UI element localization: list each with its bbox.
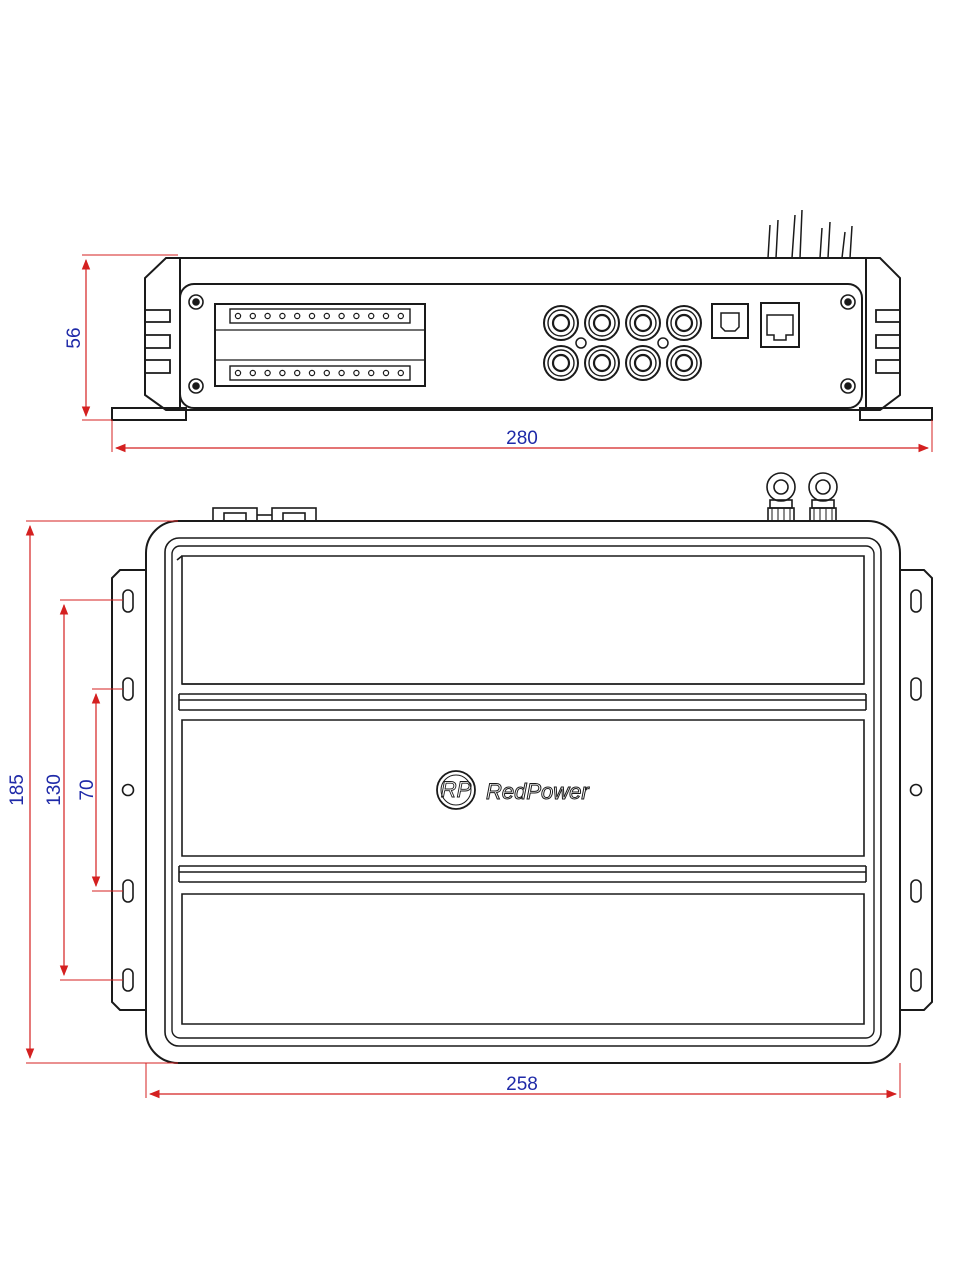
cover-ribs-lower	[178, 865, 867, 883]
terminal-pin	[323, 312, 330, 320]
dimension-top-depth	[25, 520, 178, 1064]
front-mount-flange-right	[859, 407, 933, 421]
terminal-pin	[294, 369, 301, 377]
usb-port	[711, 303, 749, 339]
dim-label-70: 70	[77, 779, 98, 800]
rca-jack-icon	[584, 305, 620, 341]
terminal-pin	[397, 369, 404, 377]
terminal-pin	[234, 312, 242, 320]
terminal-pin	[338, 369, 345, 377]
rca-jack-icon	[543, 345, 579, 381]
terminal-pin	[382, 312, 390, 320]
top-housing-inner	[164, 537, 882, 1047]
power-cables	[767, 209, 853, 259]
terminal-pin	[397, 312, 404, 320]
terminal-pin	[338, 312, 345, 320]
cover-panel-middle	[181, 719, 865, 857]
heatsink-fins-left	[145, 309, 171, 374]
dimension-top-width	[145, 1063, 901, 1099]
top-housing-outer	[145, 520, 901, 1064]
dim-label-280: 280	[506, 428, 538, 449]
terminal-pin	[234, 369, 242, 377]
cover-panel-bottom	[181, 893, 865, 1025]
rca-jack-icon	[625, 345, 661, 381]
terminal-pin	[264, 312, 271, 320]
terminal-pin	[353, 312, 360, 320]
front-panel	[179, 283, 863, 409]
logo-brand-name: RedPower	[486, 779, 590, 804]
terminal-block	[214, 303, 426, 387]
rca-jack-icon	[666, 345, 702, 381]
terminal-pin	[249, 369, 256, 377]
panel-screws	[188, 294, 856, 394]
top-view	[111, 472, 933, 1064]
dim-label-130: 130	[44, 774, 65, 806]
dimension-mount-inner	[91, 688, 123, 892]
rca-jack-icon	[543, 305, 579, 341]
rca-ground-screws	[575, 337, 669, 349]
terminal-pin	[382, 369, 390, 377]
logo-badge-icon	[436, 770, 476, 810]
terminal-pin	[279, 369, 286, 377]
rj-port	[760, 302, 800, 348]
cover-panel-top	[176, 555, 865, 685]
terminal-pin	[368, 369, 375, 377]
dimension-mount-outer	[59, 599, 123, 981]
top-connectors	[212, 507, 317, 522]
terminal-pin	[353, 369, 360, 377]
heatsink-fins-right	[875, 309, 900, 374]
rca-jack-icon	[625, 305, 661, 341]
terminal-pin	[308, 312, 316, 320]
power-terminals	[766, 472, 838, 522]
terminal-pin	[249, 312, 256, 320]
dim-label-56: 56	[64, 327, 85, 348]
dim-label-185: 185	[7, 774, 28, 806]
front-mount-flange-left	[111, 407, 187, 421]
terminal-pin	[323, 369, 330, 377]
terminal-pin	[368, 312, 375, 320]
terminal-pin	[279, 312, 286, 320]
logo-mark: RP	[441, 777, 472, 802]
cover-ribs-upper	[178, 683, 867, 711]
mount-slots	[121, 589, 923, 992]
brand-logo: RP RedPower	[436, 770, 591, 810]
mount-flange-left	[111, 569, 146, 1011]
mount-flange-right	[900, 569, 933, 1011]
front-view	[111, 209, 933, 421]
terminal-pin	[264, 369, 271, 377]
rca-jack-icon	[666, 305, 702, 341]
terminal-pin	[294, 312, 301, 320]
dimension-front-height	[81, 254, 178, 421]
terminal-pin	[308, 369, 316, 377]
dim-label-258: 258	[506, 1074, 538, 1095]
rca-jack-icon	[584, 345, 620, 381]
rca-jacks	[543, 305, 702, 381]
dimension-front-width	[111, 420, 933, 453]
front-housing	[144, 257, 901, 411]
